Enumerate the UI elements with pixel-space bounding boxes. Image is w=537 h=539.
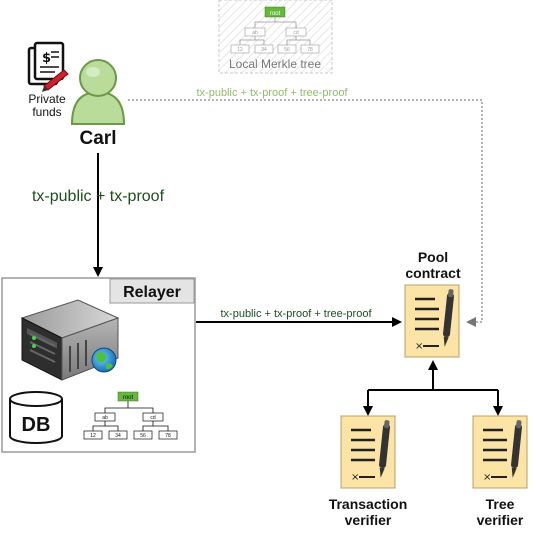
merkle-leaf-label: 12 [237,47,243,53]
merkle-leaf [277,44,297,54]
relayer-leaf [158,430,178,440]
edge-carl-to-relayer-label: tx-public + tx-proof [32,188,165,205]
tree-verifier-label: verifier [477,512,524,528]
relayer-root-node [117,391,139,402]
pool-contract-label: contract [405,265,461,281]
relayer-leaf [83,430,103,440]
relayer-leaf [108,430,128,440]
private-funds-icon: $ [27,41,69,92]
pool-contract-icon [403,283,461,359]
globe-icon [91,347,117,373]
relayer-root-label: root [123,395,134,401]
merkle-root-node [264,6,286,18]
pool-contract-label: Pool [418,249,448,265]
carl-label: Carl [80,128,117,149]
merkle-node-label: ab [252,30,258,36]
relayer-node-label: ab [102,415,108,421]
merkle-leaf-label: 78 [307,47,313,53]
local-merkle-tree: root ab cd 12 34 56 78 Local Merkle tree [218,0,333,74]
merkle-node-cd [285,27,307,37]
transaction-verifier-icon [339,414,397,490]
merkle-leaf-label: 34 [261,47,267,53]
edge-relayer-to-pool-label: tx-public + tx-proof + tree-proof [220,308,372,320]
tree-verifier-icon [471,414,529,490]
merkle-leaf [254,44,274,54]
merkle-root-label: root [270,11,281,17]
tree-verifier-label: Tree [486,496,515,512]
verifier-connectors [363,360,503,416]
carl-user-icon [70,59,126,125]
merkle-node-label: cd [293,30,299,36]
relayer-title: Relayer [123,284,181,301]
relayer-merkle-tree: root ab cd 12 34 56 78 [83,391,178,440]
transaction-verifier-label: verifier [345,512,392,528]
merkle-leaf [300,44,320,54]
merkle-tree-caption: Local Merkle tree [229,57,321,71]
relayer-leaf-label: 12 [90,433,96,439]
relayer-node-ab [94,412,116,422]
merkle-leaf [230,44,250,54]
private-funds-label: Private [28,92,66,106]
relayer-leaf [133,430,153,440]
database-label: DB [22,414,51,436]
relayer-node-label: cd [150,415,156,421]
private-funds-label: funds [32,105,61,119]
merkle-leaf-label: 56 [284,47,290,53]
svg-text:$: $ [42,51,51,66]
server-icon [20,299,120,381]
edge-carl-to-pool-label: tx-public + tx-proof + tree-proof [196,87,348,99]
merkle-node-ab [244,27,266,37]
relayer-leaf-label: 78 [165,433,171,439]
relayer-leaf-label: 56 [140,433,146,439]
relayer-node-cd [142,412,164,422]
transaction-verifier-label: Transaction [329,496,408,512]
database-icon [9,391,63,444]
edge-carl-to-pool [128,99,483,327]
relayer-leaf-label: 34 [115,433,121,439]
